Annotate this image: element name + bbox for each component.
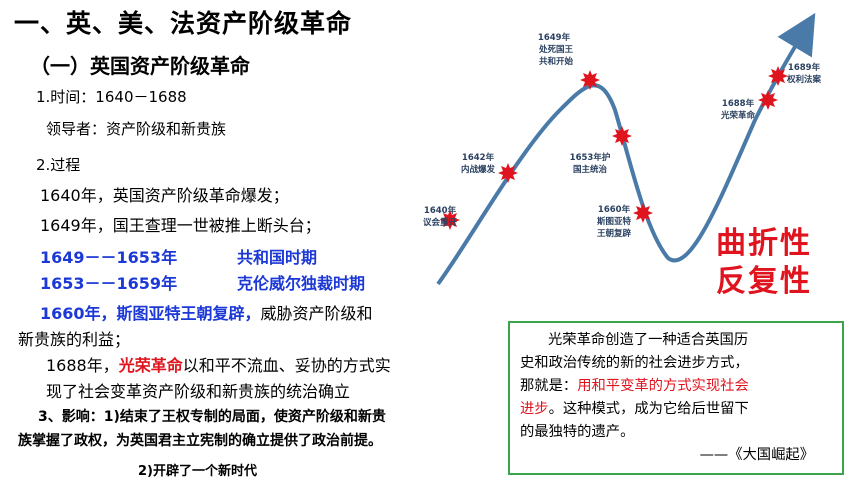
label-1640-b: 议会重开: [423, 217, 458, 228]
star-marker-1640: [440, 210, 460, 230]
star-marker-1689: [768, 66, 788, 86]
quote-line3-red: 用和平变革的方式实现社会: [577, 378, 749, 394]
quote-line4-red: 进步: [520, 401, 549, 417]
label-1689-b: 权利法案: [786, 74, 822, 85]
quote-line2: 史和政治传统的新的社会进步方式，: [520, 355, 749, 371]
label-1649-b: 处死国王: [538, 44, 574, 55]
quote-source: ——《大国崛起》: [699, 447, 814, 463]
page-title: 一、英、美、法资产阶级革命: [14, 9, 353, 38]
quote-line4-post: 。这种模式，成为它给后世留下: [548, 401, 749, 417]
republic-years: 1649－－1653年: [40, 248, 178, 267]
e1688-post: 以和平不流血、妥协的方式实: [182, 356, 391, 375]
quote-line3: 那就是：用和平变革的方式实现社会: [520, 375, 832, 398]
star-marker-1660: [633, 203, 653, 223]
label-1640-a: 1640年: [424, 205, 457, 216]
event-1660-line2: 新贵族的利益；: [18, 330, 131, 349]
time-line: 1.时间：1640－1688: [36, 88, 187, 106]
quote-box: 光荣革命创造了一种适合英国历 史和政治传统的新的社会进步方式， 那就是：用和平变…: [508, 321, 844, 475]
label-1642-b: 内战爆发: [461, 164, 496, 175]
republic-period: 共和国时期: [237, 248, 318, 267]
cromwell-years: 1653－－1659年: [40, 274, 178, 293]
label-1642-a: 1642年: [462, 152, 495, 163]
label-1660-a: 1660年: [598, 204, 631, 215]
glorious-revolution-term: 光荣革命: [118, 356, 183, 375]
label-1653-a: 1653年护: [570, 152, 611, 163]
star-marker-1688: [758, 90, 778, 110]
characteristic-tortuous: 曲折性: [716, 226, 812, 261]
event-1660: 1660年，斯图亚特王朝复辟，威胁资产阶级和: [40, 300, 373, 324]
cromwell-period: 克伦威尔独裁时期: [237, 274, 366, 293]
quote-line5: 的最独特的遗产。: [520, 424, 635, 440]
leader-line: 领导者：资产阶级和新贵族: [46, 120, 227, 138]
label-1688-b: 光荣革命: [720, 110, 756, 121]
event-1688: 1688年，光荣革命以和平不流血、妥协的方式实: [46, 352, 391, 376]
impact-line3: 2)开辟了一个新时代: [138, 464, 257, 479]
restoration-rest: 威胁资产阶级和: [260, 304, 373, 323]
event-markers: [440, 66, 788, 230]
restoration-text: 1660年，斯图亚特王朝复辟，: [40, 304, 261, 323]
quote-line4: 进步。这种模式，成为它给后世留下: [520, 398, 832, 421]
trend-curve: [436, 12, 816, 286]
impact-line1: 3、影响：1)结束了王权专制的局面，使资产阶级和新贵: [38, 409, 386, 425]
label-1660-b: 斯图亚特: [597, 216, 632, 227]
event-1640: 1640年，英国资产阶级革命爆发；: [40, 186, 289, 205]
label-1688-a: 1688年: [722, 98, 755, 109]
e1688-pre: 1688年，: [46, 356, 119, 375]
label-1653-b: 国主统治: [573, 164, 608, 175]
label-1689-a: 1689年: [788, 62, 821, 73]
event-1649: 1649年，国王查理一世被推上断头台；: [40, 216, 321, 235]
quote-line3-pre: 那就是：: [520, 378, 578, 394]
star-marker-1649: [580, 70, 600, 90]
quote-line1: 光荣革命创造了一种适合英国历: [548, 332, 749, 348]
star-marker-1642: [498, 163, 518, 183]
process-heading: 2.过程: [36, 156, 81, 174]
event-1688-line2: 现了社会变革资产阶级和新贵族的统治确立: [46, 382, 351, 401]
section-subtitle: （一）英国资产阶级革命: [30, 54, 250, 78]
label-1649-a: 1649年: [538, 32, 571, 43]
star-marker-1653: [612, 126, 632, 146]
label-1660-c: 王朝复辟: [597, 228, 632, 239]
label-1649-c: 共和开始: [539, 56, 574, 67]
impact-line2: 族掌握了政权，为英国君主立宪制的确立提供了政治前提。: [18, 433, 382, 449]
characteristic-repetitive: 反复性: [716, 264, 812, 299]
